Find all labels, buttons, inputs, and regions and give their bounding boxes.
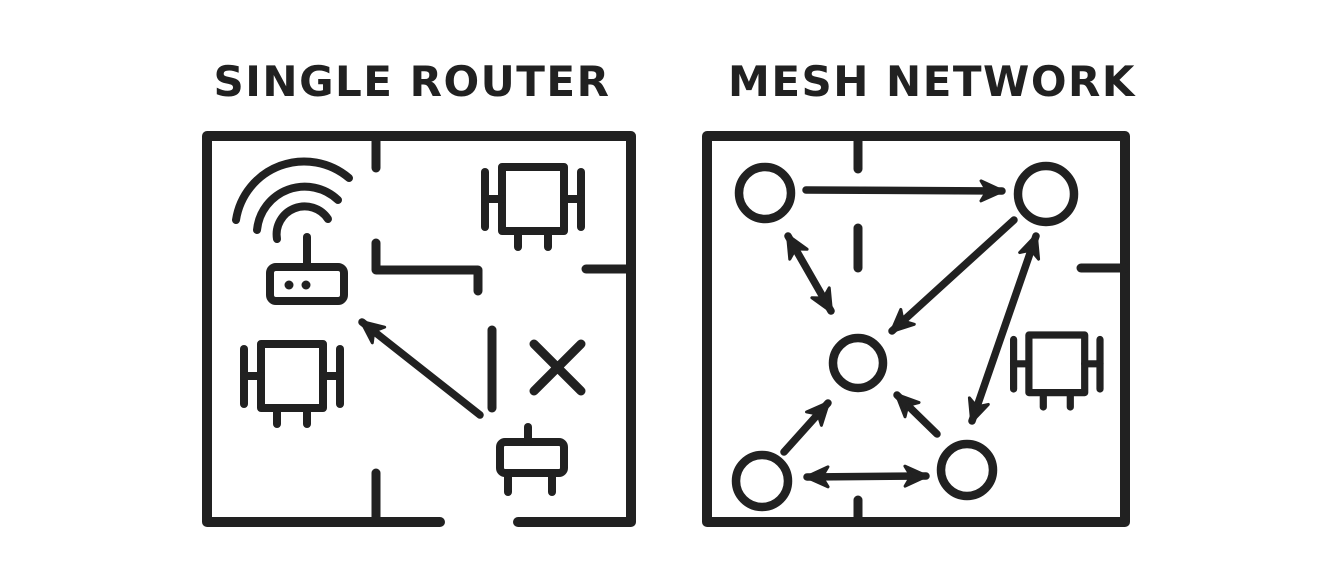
mesh-node-center	[828, 333, 888, 393]
wifi-signal-arcs-icon	[232, 157, 353, 243]
workstation-icon	[485, 167, 581, 247]
wifi-router-icon	[266, 233, 348, 305]
blocked-signal-arrow	[358, 318, 484, 419]
mesh-link-topright-center	[888, 216, 1018, 335]
room-outline	[702, 131, 1130, 527]
mesh-link-topleft-center	[784, 232, 835, 315]
mesh-node-top-right	[1013, 161, 1079, 227]
mesh-link-bottomright-center	[893, 391, 941, 438]
mesh-node-bottom-right	[936, 439, 998, 501]
mesh-node-top-left	[734, 162, 796, 224]
room-outline	[202, 131, 636, 527]
mesh-link-bottomleft-center	[780, 399, 832, 456]
single-router-title: SINGLE ROUTER	[214, 57, 611, 106]
mesh-link-topright-bottomright	[967, 232, 1041, 425]
workstation-icon	[1014, 335, 1100, 407]
mesh-network-panel: MESH NETWORK	[702, 57, 1136, 527]
workstation-icon	[244, 344, 340, 424]
blocked-x-icon	[529, 339, 586, 396]
interior-wall-icon	[371, 238, 483, 296]
mesh-node-bottom-left	[731, 450, 793, 512]
mesh-network-title: MESH NETWORK	[728, 57, 1136, 106]
media-device-icon	[496, 423, 568, 496]
mesh-link-bottomleft-bottomright	[803, 464, 930, 489]
single-router-panel: SINGLE ROUTER	[202, 57, 636, 527]
mesh-link-topleft-topright	[802, 179, 1006, 203]
